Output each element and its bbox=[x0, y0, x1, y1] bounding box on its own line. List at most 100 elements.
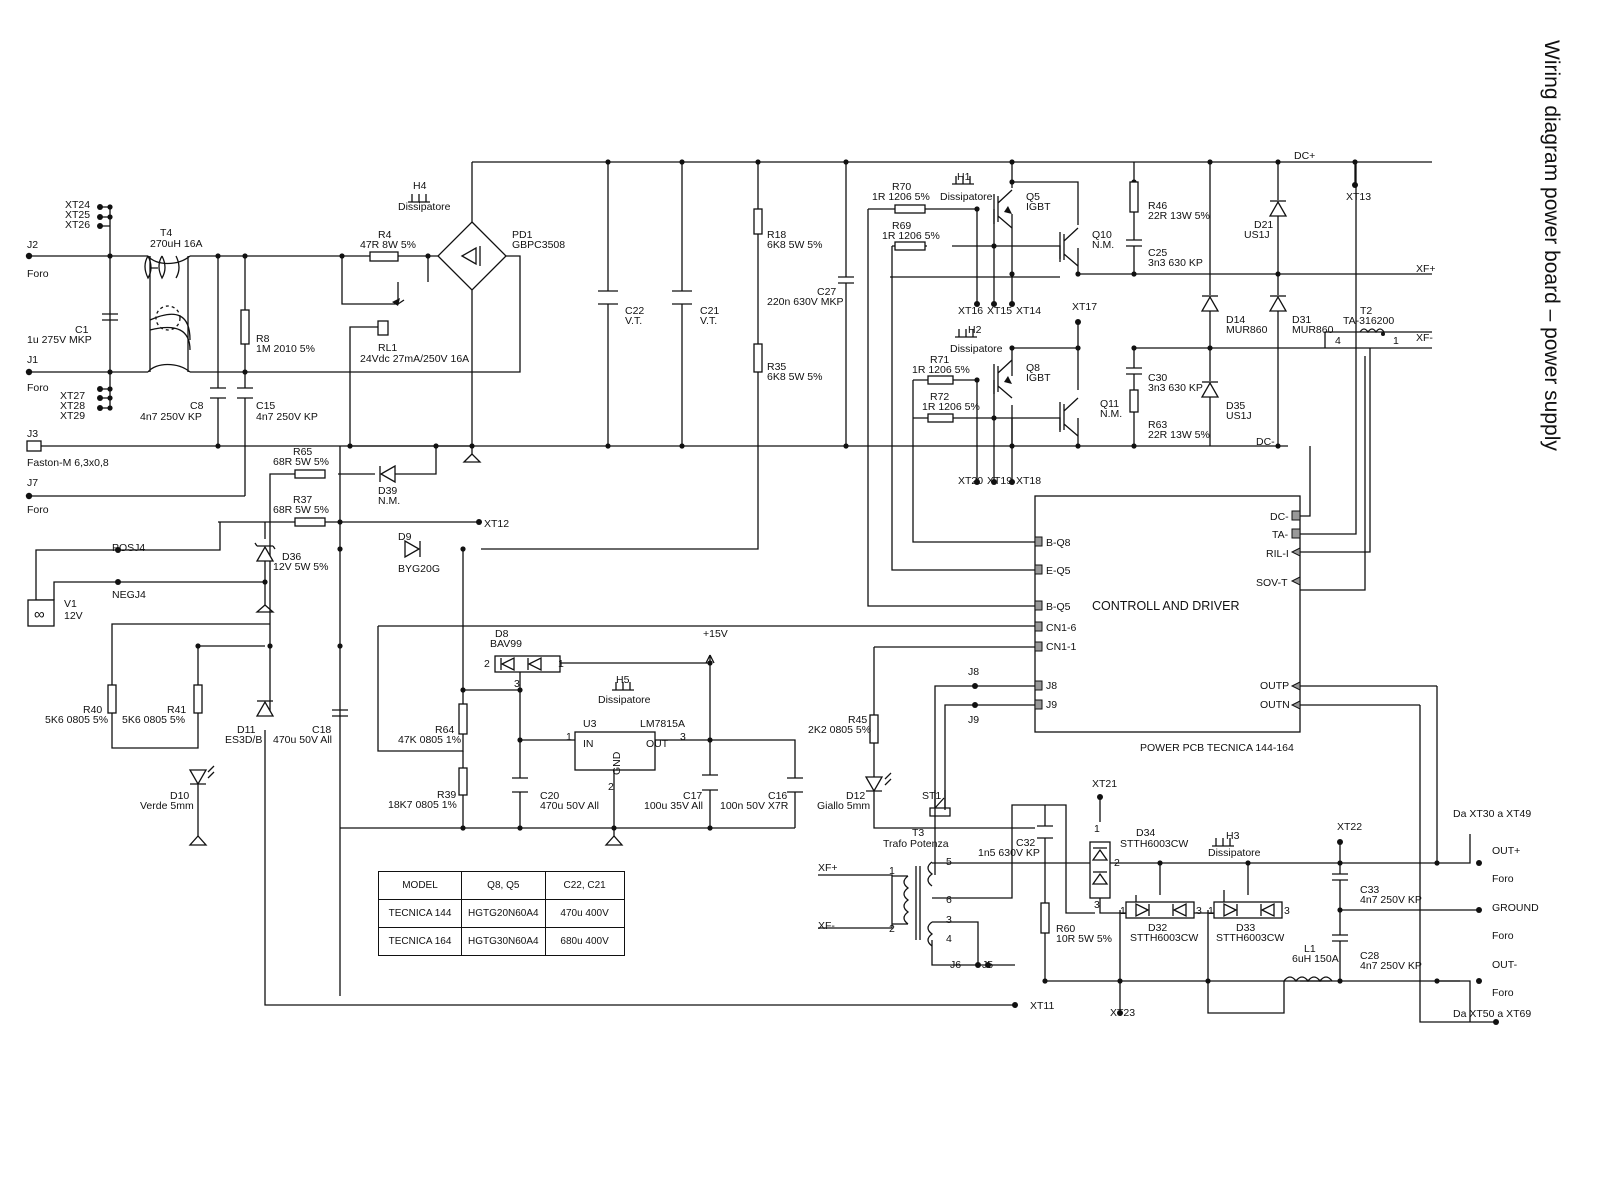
q8-igbt bbox=[993, 359, 1013, 399]
h4-label: H4 bbox=[413, 180, 427, 192]
t2-transformer bbox=[1359, 328, 1385, 336]
t2-label: T2 bbox=[1360, 305, 1372, 317]
u3-out: OUT bbox=[646, 738, 669, 750]
c33-capacitor bbox=[1332, 873, 1348, 881]
xt11-label: XT11 bbox=[1030, 1000, 1054, 1012]
table-cell: TECNICA 164 bbox=[378, 927, 462, 956]
r45-value: 2K2 0805 5% bbox=[808, 724, 871, 736]
c27-label: C27 bbox=[817, 286, 836, 298]
wires bbox=[29, 161, 1496, 1023]
plus15-arrow bbox=[705, 654, 715, 664]
xt14-label: XT14 bbox=[1016, 305, 1041, 317]
h2-heatsink bbox=[955, 329, 977, 338]
junction-dots bbox=[107, 159, 1440, 984]
d36-label: D36 bbox=[282, 551, 301, 563]
d32-diode bbox=[1125, 901, 1195, 919]
table-header-row: MODEL Q8, Q5 C22, C21 bbox=[378, 871, 625, 900]
r63-label: R63 bbox=[1148, 419, 1167, 431]
pin-outp-label: OUTP bbox=[1260, 680, 1289, 692]
q5-value: IGBT bbox=[1026, 201, 1051, 213]
c28-label: C28 bbox=[1360, 950, 1379, 962]
xt16-label: XT16 bbox=[958, 305, 983, 317]
xt24-label: XT24 bbox=[65, 199, 90, 211]
l1-label: L1 bbox=[1304, 943, 1316, 955]
rl1-value: 24Vdc 27mA/250V 16A bbox=[360, 353, 469, 365]
u3-gnd: GND bbox=[611, 751, 623, 775]
d11-label: D11 bbox=[237, 724, 256, 736]
q10-igbt bbox=[1059, 227, 1079, 267]
r40-value: 5K6 0805 5% bbox=[45, 714, 108, 726]
d35-value: US1J bbox=[1226, 410, 1252, 422]
c1-label: C1 bbox=[75, 324, 89, 336]
c16-value: 100n 50V X7R bbox=[720, 800, 789, 812]
c18-capacitor bbox=[332, 709, 348, 717]
d32-label: D32 bbox=[1148, 922, 1167, 934]
u3-regulator bbox=[574, 731, 656, 771]
table-cell: 470u 400V bbox=[544, 899, 625, 928]
c30-capacitor bbox=[1126, 367, 1142, 375]
d32-pin1: 1 bbox=[1120, 905, 1126, 917]
xfm-label-top: XF- bbox=[1416, 332, 1433, 344]
r39-resistor bbox=[458, 767, 468, 796]
r70-value: 1R 1206 5% bbox=[872, 191, 930, 203]
h4-heatsink bbox=[408, 194, 430, 203]
c21-value: V.T. bbox=[700, 315, 717, 327]
pd1-bridge bbox=[437, 221, 507, 291]
table-row: TECNICA 144 HGTG20N60A4 470u 400V bbox=[378, 899, 625, 928]
q5-label: Q5 bbox=[1026, 191, 1040, 203]
labels: XT24 XT25 XT26 J2 Foro J1 Foro XT27 XT28… bbox=[27, 150, 1539, 1020]
h5-label: H5 bbox=[616, 674, 630, 686]
r46-label: R46 bbox=[1148, 200, 1167, 212]
r70-resistor bbox=[894, 204, 926, 214]
c22-label: C22 bbox=[625, 305, 644, 317]
table-row: TECNICA 164 HGTG30N60A4 680u 400V bbox=[378, 927, 625, 956]
u3-pin2: 2 bbox=[608, 781, 614, 793]
t3-pin2: 2 bbox=[889, 923, 895, 935]
pin-j9-label: J9 bbox=[1046, 699, 1057, 711]
q5-igbt bbox=[993, 189, 1013, 229]
pin-cn11-label: CN1-1 bbox=[1046, 641, 1077, 653]
pin-bq8-label: B-Q8 bbox=[1046, 537, 1071, 549]
c25-capacitor bbox=[1126, 239, 1142, 247]
controll-driver-board bbox=[1034, 495, 1301, 733]
j7-label: J7 bbox=[27, 477, 38, 489]
outm-foro: Foro bbox=[1492, 987, 1514, 999]
h5-desc: Dissipatore bbox=[598, 694, 651, 706]
table-header-cell: MODEL bbox=[378, 871, 462, 900]
h1-label: H1 bbox=[957, 171, 971, 183]
xt19-label: XT19 bbox=[987, 475, 1012, 487]
pin-outn-label: OUTN bbox=[1260, 699, 1290, 711]
t3-pin1: 1 bbox=[889, 865, 895, 877]
r60-value: 10R 5W 5% bbox=[1056, 933, 1112, 945]
j1-label: J1 bbox=[27, 354, 38, 366]
c22-value: V.T. bbox=[625, 315, 642, 327]
q8-label: Q8 bbox=[1026, 362, 1040, 374]
q8-value: IGBT bbox=[1026, 372, 1051, 384]
xt26-label: XT26 bbox=[65, 219, 90, 231]
l1-inductor bbox=[1283, 976, 1333, 983]
d21-label: D21 bbox=[1254, 219, 1273, 231]
c21-label: C21 bbox=[700, 305, 719, 317]
d33-diode bbox=[1213, 901, 1283, 919]
r18-value: 6K8 5W 5% bbox=[767, 239, 822, 251]
r63-value: 22R 13W 5% bbox=[1148, 429, 1210, 441]
r46-value: 22R 13W 5% bbox=[1148, 210, 1210, 222]
board-pin-markers bbox=[1034, 510, 1301, 710]
table-cell: HGTG20N60A4 bbox=[461, 899, 546, 928]
r60-resistor bbox=[1040, 902, 1050, 934]
d34-diode bbox=[1089, 841, 1111, 899]
c32-capacitor bbox=[1037, 825, 1053, 839]
j3-desc: Faston-M 6,3x0,8 bbox=[27, 457, 109, 469]
c33-label: C33 bbox=[1360, 884, 1379, 896]
r8-label: R8 bbox=[256, 333, 270, 345]
d14-value: MUR860 bbox=[1226, 324, 1268, 336]
r40-resistor bbox=[107, 684, 117, 714]
h4-desc: Dissipatore bbox=[398, 201, 451, 213]
xt13-label: XT13 bbox=[1346, 191, 1371, 203]
d33-pin3: 3 bbox=[1284, 905, 1290, 917]
da2-label: Da XT50 a XT69 bbox=[1453, 1008, 1531, 1020]
c16-capacitor bbox=[787, 777, 803, 793]
d36-value: 12V 5W 5% bbox=[273, 561, 328, 573]
h3-desc: Dissipatore bbox=[1208, 847, 1261, 859]
plus15-label: +15V bbox=[703, 628, 728, 640]
